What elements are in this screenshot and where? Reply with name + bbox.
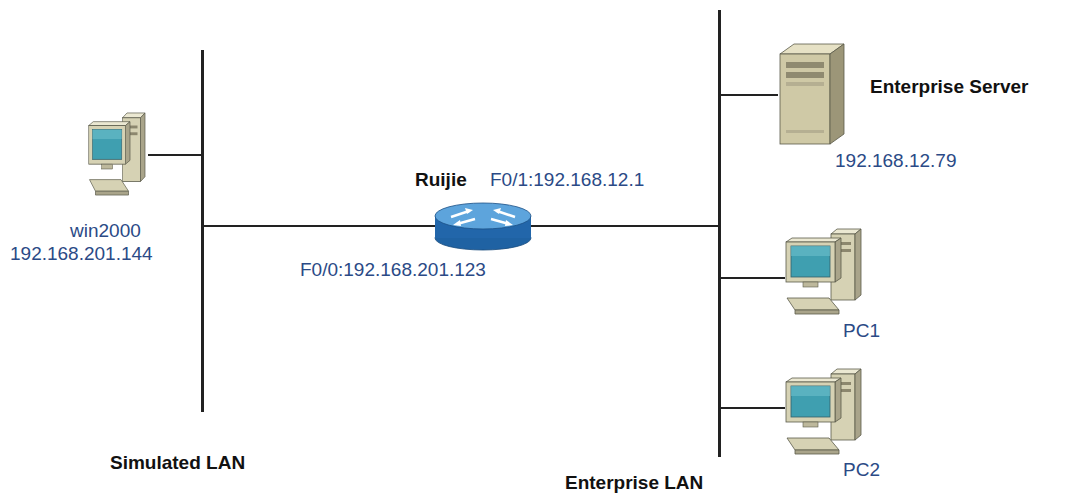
router-icon: RuijieF0/1:192.168.12.1F0/0:192.168.201.… — [435, 200, 531, 252]
workstation-icon — [785, 368, 865, 456]
workstation-icon — [88, 112, 148, 197]
address-label: PC1 — [843, 320, 880, 342]
workstation-icon: win2000192.168.201.144 — [88, 112, 148, 197]
device-name: Ruijie — [415, 169, 467, 191]
workstation-icon: PC2 — [785, 368, 865, 456]
lan-bus: Enterprise LAN — [718, 10, 721, 457]
lan-bus: Simulated LAN — [201, 50, 204, 412]
workstation-icon — [785, 228, 865, 316]
server-icon — [778, 42, 858, 147]
server-icon: Enterprise Server192.168.12.79 — [778, 42, 858, 147]
address-label: PC2 — [843, 459, 880, 481]
address-label: F0/0:192.168.201.123 — [300, 259, 486, 281]
network-link — [721, 407, 785, 409]
workstation-icon: PC1 — [785, 228, 865, 316]
network-link — [721, 277, 785, 279]
network-link — [204, 225, 435, 227]
address-label: 192.168.12.79 — [835, 150, 957, 172]
router-icon — [435, 200, 531, 252]
network-link — [721, 94, 778, 96]
device-name: Enterprise LAN — [565, 472, 703, 494]
address-label: 192.168.201.144 — [10, 243, 153, 265]
network-link — [531, 225, 718, 227]
device-name: Simulated LAN — [110, 452, 245, 474]
device-name: Enterprise Server — [870, 76, 1028, 98]
network-link — [148, 154, 201, 156]
address-label: win2000 — [70, 220, 141, 242]
address-label: F0/1:192.168.12.1 — [490, 169, 644, 191]
